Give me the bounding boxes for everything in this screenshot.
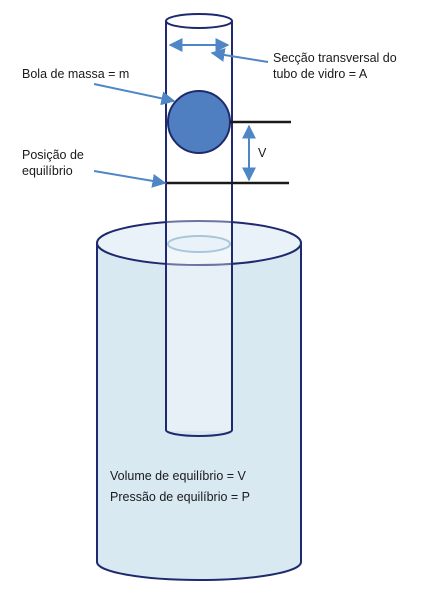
cross-section-label-line1: Secção transversal do (273, 51, 397, 65)
ball-pointer-arrow (93, 83, 176, 106)
pressure-label: Pressão de equilíbrio = P (110, 490, 250, 504)
tube-water-surface (167, 235, 231, 253)
tube-top-opening (165, 13, 233, 29)
displacement-label: V (258, 146, 267, 160)
volume-label: Volume de equilíbrio = V (110, 469, 247, 483)
tube-bottom (165, 429, 233, 437)
ball-label: Bola de massa = m (22, 67, 129, 81)
cross-section-pointer-arrow (210, 48, 269, 63)
cross-section-label-line2: tubo de vidro = A (273, 67, 368, 81)
equilibrium-label-line1: Posição de (22, 148, 84, 162)
ball (167, 90, 231, 154)
equilibrium-pointer-arrow (93, 170, 167, 188)
tube-body (166, 21, 232, 431)
beaker (96, 220, 302, 581)
equilibrium-label-line2: equilíbrio (22, 164, 73, 178)
beaker-body (96, 242, 302, 581)
glass-tube (165, 13, 233, 437)
